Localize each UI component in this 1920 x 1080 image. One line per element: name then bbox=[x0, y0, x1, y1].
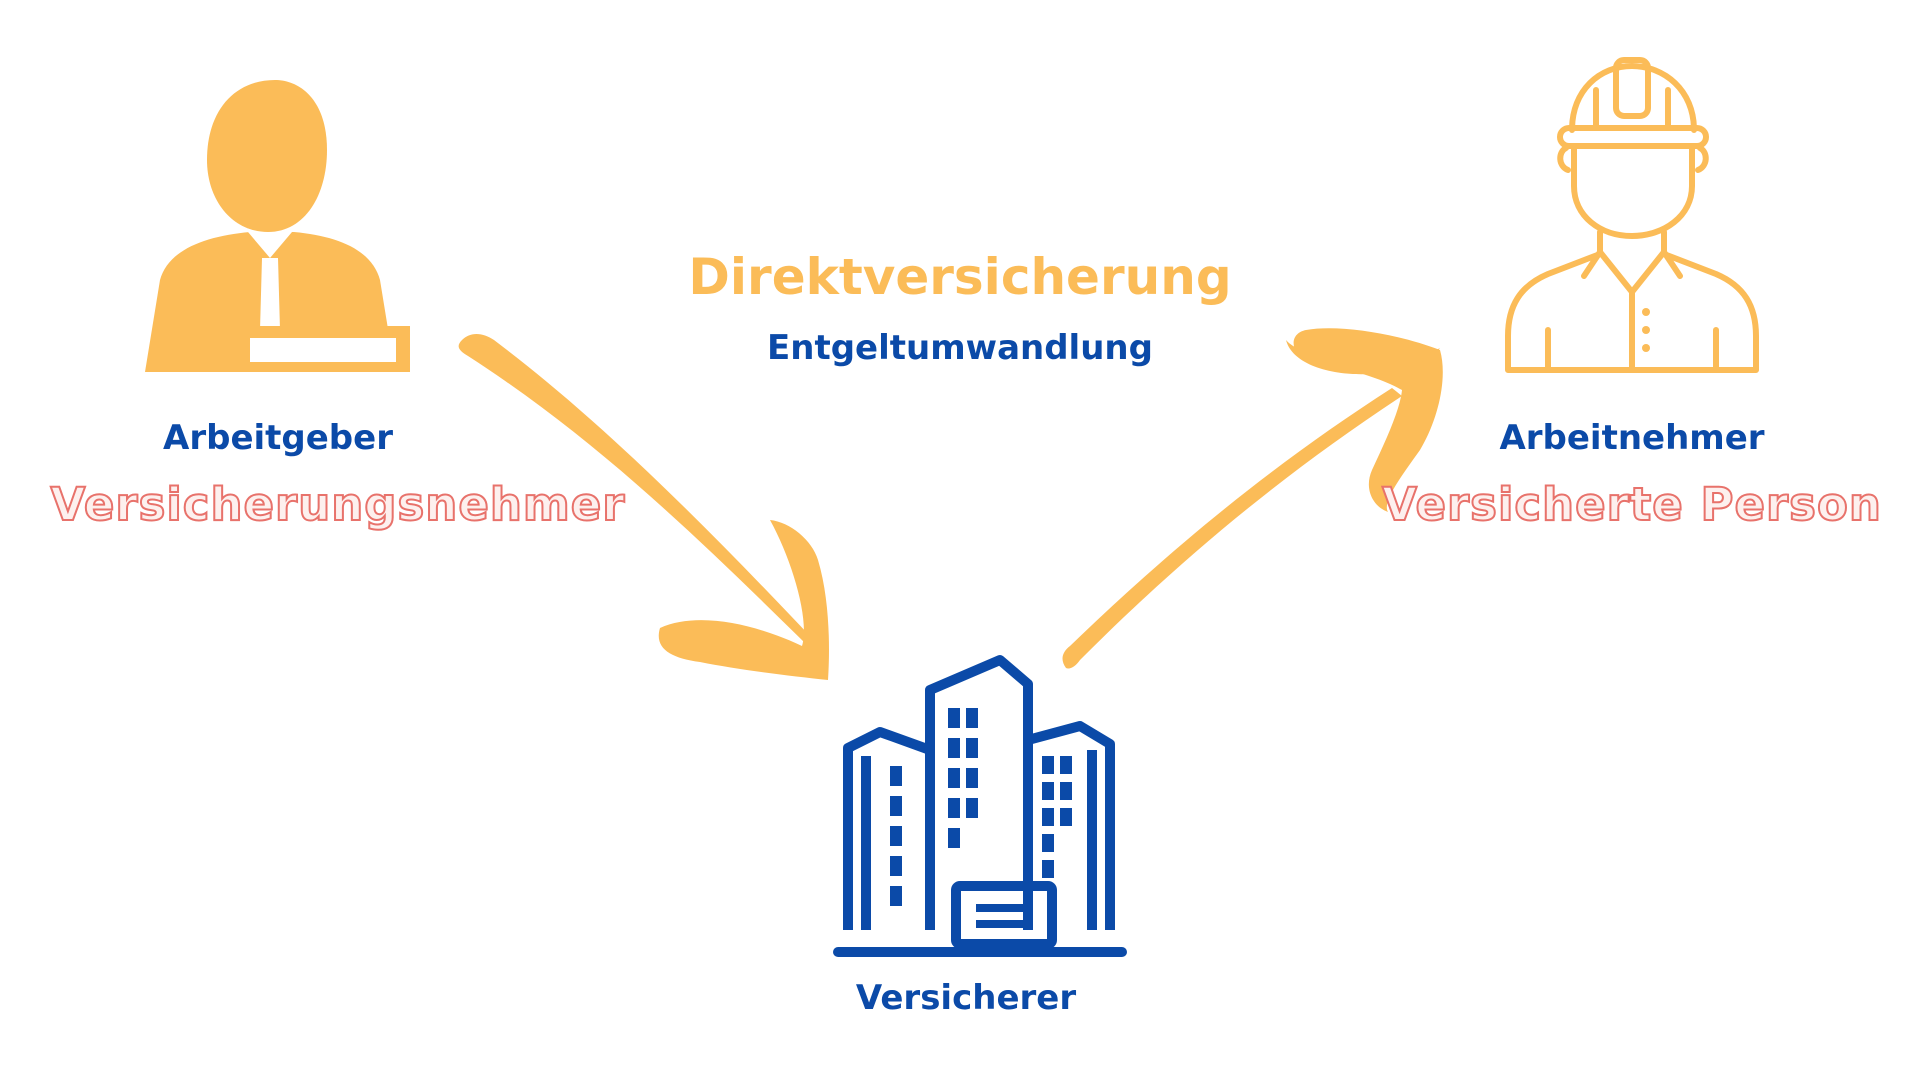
diagram-subtitle: Entgeltumwandlung bbox=[767, 328, 1153, 368]
employee-label: Arbeitnehmer bbox=[1499, 418, 1765, 458]
arrow-insurer-to-employee bbox=[1062, 328, 1443, 669]
employee-role-label: Versicherte Person bbox=[1381, 477, 1882, 532]
arrow-employer-to-insurer bbox=[458, 334, 829, 680]
businessman-icon bbox=[145, 80, 410, 372]
shirt-button-icons bbox=[1642, 308, 1650, 352]
building-window-icons bbox=[890, 708, 1072, 928]
office-building-icon bbox=[833, 655, 1127, 957]
employer-role-label: Versicherungsnehmer bbox=[50, 477, 626, 532]
diagram-title: Direktversicherung bbox=[688, 248, 1232, 306]
employer-label: Arbeitgeber bbox=[163, 418, 393, 458]
insurer-label: Versicherer bbox=[855, 978, 1077, 1018]
construction-worker-icon bbox=[1505, 57, 1759, 373]
